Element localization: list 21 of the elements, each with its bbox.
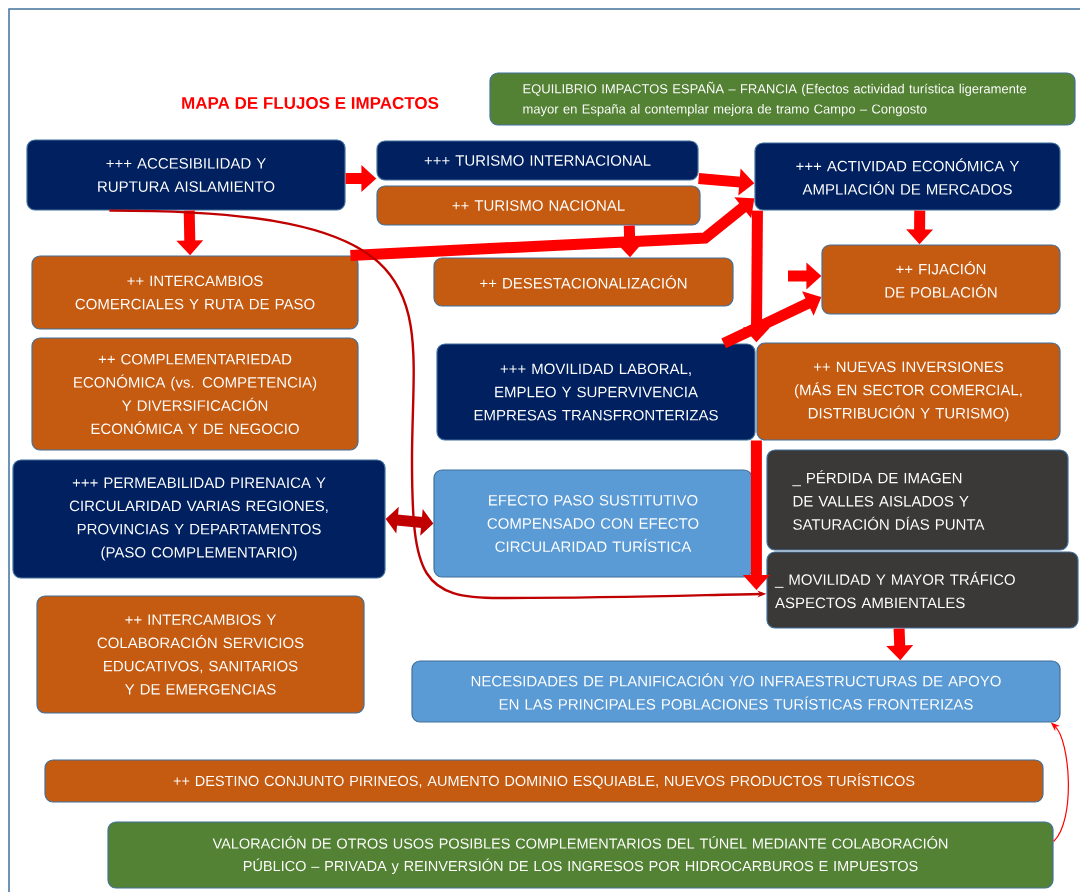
process-box: NECESIDADES DE PLANIFICACIÓN Y/O INFRAESTRUCTURAS DE APOYO EN LAS PRINCIPALES POBLACIONES TURÍSTICAS FRONTERIZAS [411,660,1061,723]
process-box: +++ TURISMO INTERNACIONAL [376,140,699,181]
title: MAPA DE FLUJOS E IMPACTOS [182,97,439,110]
process-box: ++ DESESTACIONALIZACIÓN [433,257,734,307]
process-box: _ MOVILIDAD Y MAYOR TRÁFICO ASPECTOS AMBIENTALES [766,551,1079,629]
process-box: EFECTO PASO SUSTITUTIVO COMPENSADO CON EFECTO CIRCULARIDAD TURÍSTICA [433,469,753,578]
process-box: ++ DESTINO CONJUNTO PIRINEOS, AUMENTO DOMINIO ESQUIABLE, NUEVOS PRODUCTOS TURÍSTICOS [44,759,1044,803]
process-box: ++ TURISMO NACIONAL [376,185,701,226]
process-box: ++ INTERCAMBIOS COMERCIALES Y RUTA DE PASO [31,255,359,330]
process-box: +++ ACCESIBILIDAD Y RUPTURA AISLAMIENTO [26,139,346,211]
process-box: ++ INTERCAMBIOS Y COLABORACIÓN SERVICIOS EDUCATIVOS, SANITARIOS Y DE EMERGENCIAS [36,595,365,714]
process-box: +++ MOVILIDAD LABORAL, EMPLEO Y SUPERVIVENCIA EMPRESAS TRANSFRONTERIZAS [436,343,756,441]
process-box: +++ PERMEABILIDAD PIRENAICA Y CIRCULARIDAD VARIAS REGIONES, PROVINCIAS Y DEPARTAMENTOS (PASO COMPLEMENTARIO) [12,459,386,579]
process-box: EQUILIBRIO IMPACTOS ESPAÑA – FRANCIA (Efectos actividad turística ligeramente mayor en España al contemplar mejora de tramo Campo – Congosto [489,72,1076,126]
process-box: _ PÉRDIDA DE IMAGEN DE VALLES AISLADOS Y SATURACIÓN DÍAS PUNTA [766,449,1069,551]
process-box: +++ ACTIVIDAD ECONÓMICA Y AMPLIACIÓN DE MERCADOS [754,142,1061,211]
arrow [350,197,755,261]
process-box: ++ NUEVAS INVERSIONES (MÁS EN SECTOR COMERCIAL, DISTRIBUCIÓN Y TURISMO) [756,342,1061,441]
process-box: ++ COMPLEMENTARIEDAD ECONÓMICA (vs. COMPETENCIA) Y DIVERSIFICACIÓN ECONÓMICA Y DE NEGOCIO [31,337,359,451]
process-box: VALORACIÓN DE OTROS USOS POSIBLES COMPLEMENTARIOS DEL TÚNEL MEDIANTE COLABORACIÓN PÚBLICO – PRIVADA y REINVERSIÓN DE LOS INGRESOS POR HIDROCARBUROS E IMPUESTOS [107,821,1054,889]
process-box: ++ FIJACIÓN DE POBLACIÓN [821,244,1061,315]
